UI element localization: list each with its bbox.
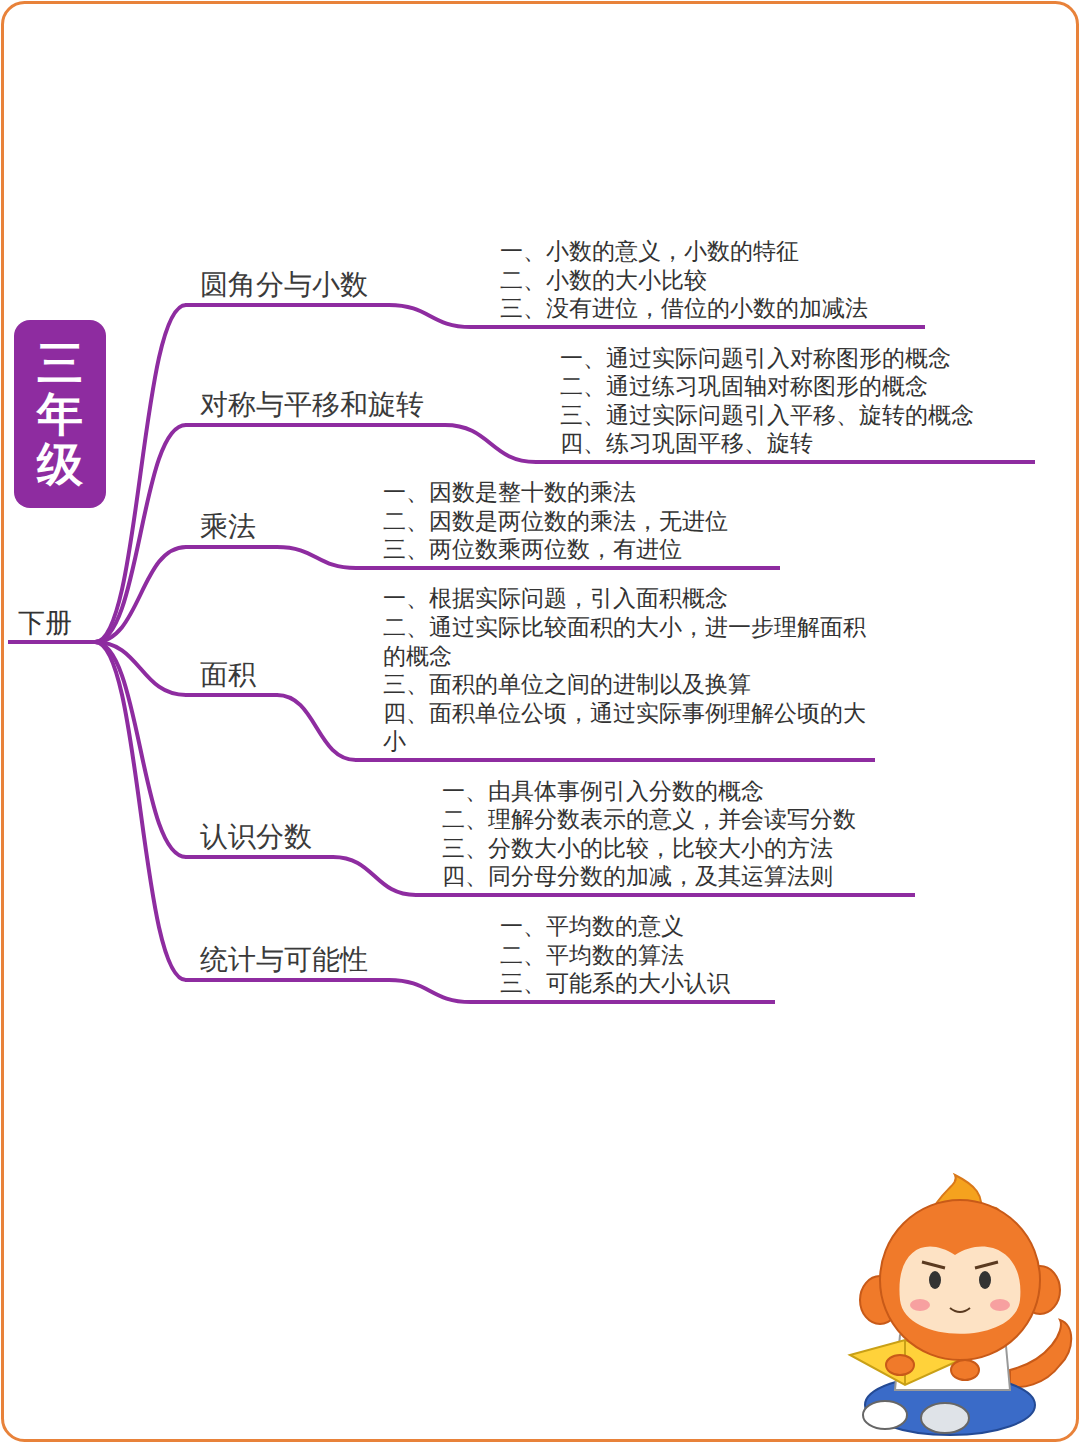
branch-line (95, 547, 186, 642)
detail-item: 一、因数是整十数的乘法 (383, 478, 780, 507)
topic-node: 统计与可能性 (185, 942, 390, 982)
detail-item: 四、面积单位公顷，通过实际事例理解公顷的大小 (383, 699, 875, 756)
detail-item: 四、练习巩固平移、旋转 (560, 429, 1035, 458)
monkey-figure (850, 1175, 1071, 1435)
detail-item: 一、由具体事例引入分数的概念 (442, 777, 915, 806)
branch-line (95, 425, 186, 642)
grade-badge: 三年级 (14, 320, 106, 508)
root-node: 下册 (8, 606, 96, 644)
detail-list: 一、因数是整十数的乘法二、因数是两位数的乘法，无进位三、两位数乘两位数，有进位 (355, 478, 780, 570)
detail-list: 一、平均数的意义二、平均数的算法三、可能系的大小认识 (470, 912, 775, 1004)
node-label: 下册 (18, 606, 96, 640)
detail-list: 一、通过实际问题引入对称图形的概念二、通过练习巩固轴对称图形的概念三、通过实际问… (535, 344, 1035, 464)
detail-item: 三、可能系的大小认识 (500, 969, 775, 998)
detail-item: 二、因数是两位数的乘法，无进位 (383, 507, 780, 536)
detail-item: 三、分数大小的比较，比较大小的方法 (442, 834, 915, 863)
detail-item: 一、通过实际问题引入对称图形的概念 (560, 344, 1035, 373)
node-label: 圆角分与小数 (200, 267, 368, 303)
topic-node: 圆角分与小数 (185, 267, 390, 307)
detail-item: 三、没有进位，借位的小数的加减法 (500, 294, 925, 323)
node-label: 面积 (200, 657, 256, 693)
node-label: 乘法 (200, 509, 256, 545)
topic-node: 乘法 (185, 509, 278, 549)
frame-border (3, 3, 1078, 1441)
node-label: 统计与可能性 (200, 942, 368, 978)
branch-line (277, 547, 356, 568)
branch-line (445, 425, 536, 462)
branch-line (95, 305, 186, 642)
detail-item: 一、平均数的意义 (500, 912, 775, 941)
detail-item: 二、小数的大小比较 (500, 266, 925, 295)
detail-list: 一、小数的意义，小数的特征二、小数的大小比较三、没有进位，借位的小数的加减法 (470, 237, 925, 329)
detail-list: 一、根据实际问题，引入面积概念二、通过实际比较面积的大小，进一步理解面积的概念三… (355, 584, 875, 762)
topic-node: 认识分数 (185, 819, 334, 859)
node-label: 认识分数 (200, 819, 312, 855)
detail-item: 二、平均数的算法 (500, 941, 775, 970)
topic-node: 面积 (185, 657, 278, 697)
detail-item: 二、理解分数表示的意义，并会读写分数 (442, 805, 915, 834)
detail-item: 四、同分母分数的加减，及其运算法则 (442, 862, 915, 891)
node-label: 三年级 (37, 338, 83, 490)
node-label: 对称与平移和旋转 (200, 387, 424, 423)
branch-line (389, 980, 471, 1002)
detail-item: 一、小数的意义，小数的特征 (500, 237, 925, 266)
branch-line (333, 857, 416, 895)
topic-node: 对称与平移和旋转 (185, 387, 446, 427)
detail-list: 一、由具体事例引入分数的概念二、理解分数表示的意义，并会读写分数三、分数大小的比… (415, 777, 915, 897)
branch-line (277, 695, 356, 760)
detail-item: 三、面积的单位之间的进制以及换算 (383, 670, 875, 699)
detail-item: 三、两位数乘两位数，有进位 (383, 535, 780, 564)
detail-item: 一、根据实际问题，引入面积概念 (383, 584, 875, 613)
detail-item: 三、通过实际问题引入平移、旋转的概念 (560, 401, 1035, 430)
detail-item: 二、通过实际比较面积的大小，进一步理解面积的概念 (383, 613, 875, 670)
detail-item: 二、通过练习巩固轴对称图形的概念 (560, 372, 1035, 401)
branch-line (95, 642, 186, 980)
branch-line (389, 305, 471, 327)
